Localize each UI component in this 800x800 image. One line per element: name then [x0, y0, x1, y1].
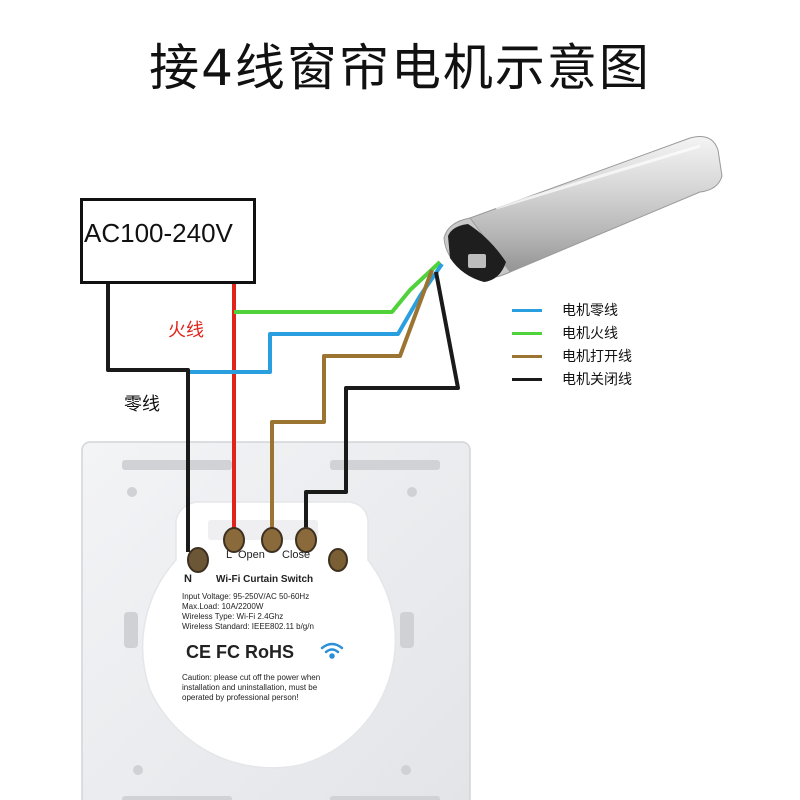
legend-swatch — [512, 332, 542, 335]
wifi-icon — [320, 642, 344, 659]
spec-line: Wireless Type: Wi-Fi 2.4Ghz — [182, 612, 283, 621]
live-wire-label: 火线 — [168, 320, 204, 341]
caution-line: operated by professional person! — [182, 693, 299, 702]
terminal-n — [187, 547, 209, 573]
switch-label: N L Open Close Wi-Fi Curtain Switch Inpu… — [182, 549, 344, 702]
motor-live-wire — [234, 260, 442, 314]
terminal-n-label: N — [184, 573, 192, 585]
terminal-close — [295, 527, 317, 553]
switch-terminals — [187, 527, 348, 573]
switch-model: Wi-Fi Curtain Switch — [216, 574, 313, 585]
spec-line: Max.Load: 10A/2200W — [182, 602, 264, 611]
legend-swatch — [512, 355, 542, 358]
caution-line: Caution: please cut off the power when — [182, 673, 320, 682]
legend-label: 电机火线 — [562, 326, 618, 342]
legend-label: 电机关闭线 — [562, 372, 632, 388]
legend-swatch — [512, 309, 542, 312]
motor-open-wire — [270, 269, 434, 540]
wires — [106, 260, 460, 552]
spec-line: Input Voltage: 95-250V/AC 50-60Hz — [182, 592, 309, 601]
curtain-motor — [443, 136, 723, 282]
terminal-open — [261, 527, 283, 553]
power-supply-label: AC100-240V — [84, 218, 233, 248]
power-supply-box — [80, 198, 256, 284]
motor-close-wire — [304, 271, 460, 540]
caution-line: installation and uninstallation, must be — [182, 683, 318, 692]
spec-line: Wireless Standard: IEEE802.11 b/g/n — [182, 622, 314, 631]
diagram-title: 接4线窗帘电机示意图 — [149, 39, 651, 97]
neutral-wire-label: 零线 — [124, 394, 160, 415]
terminal-close-label: Close — [282, 549, 310, 561]
legend-label: 电机打开线 — [562, 349, 632, 365]
terminal-l — [223, 527, 245, 553]
switch-back-panel — [81, 441, 471, 800]
terminal-l-label: L — [226, 549, 232, 561]
legend-swatch — [512, 378, 542, 381]
terminal-open-label: Open — [238, 549, 265, 561]
legend-label: 电机零线 — [562, 303, 618, 319]
certification-marks: CE FC RoHS — [186, 642, 294, 662]
neutral-wire — [106, 284, 190, 552]
